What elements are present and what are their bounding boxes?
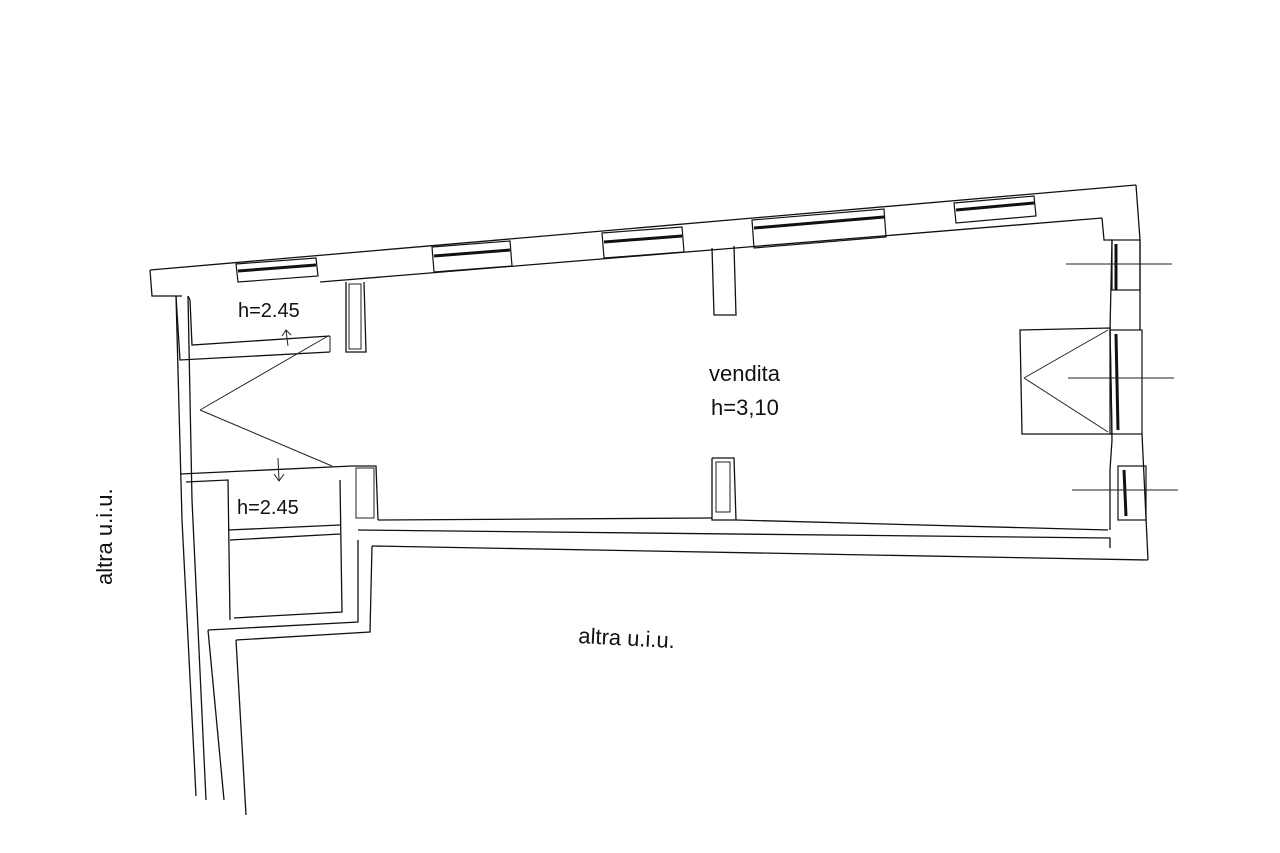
fixture-right <box>1019 327 1113 435</box>
room-height-label: h=3,10 <box>711 395 779 420</box>
facade-wall-top <box>149 184 1141 301</box>
closet-upper <box>175 295 331 411</box>
wall-bottom <box>357 457 1149 561</box>
room-name-label: vendita <box>709 361 781 386</box>
window-top-5 <box>953 195 1037 224</box>
window-top-1 <box>235 257 319 283</box>
window-top-3 <box>601 226 685 259</box>
closet-lower <box>179 409 379 621</box>
wall-right <box>1066 217 1178 561</box>
closet-upper-height-label: h=2.45 <box>238 300 300 322</box>
closet-lower-height-label: h=2.45 <box>237 497 299 519</box>
wall-pillar-top-center <box>711 245 737 316</box>
window-top-2 <box>431 240 513 273</box>
wall-left-corridor <box>175 295 373 816</box>
window-top-4 <box>751 208 887 249</box>
wall-pillar-top-left <box>345 281 367 353</box>
neighbor-bottom-label: altra u.i.u. <box>578 623 676 653</box>
neighbor-left-label: altra u.i.u. <box>92 488 117 585</box>
